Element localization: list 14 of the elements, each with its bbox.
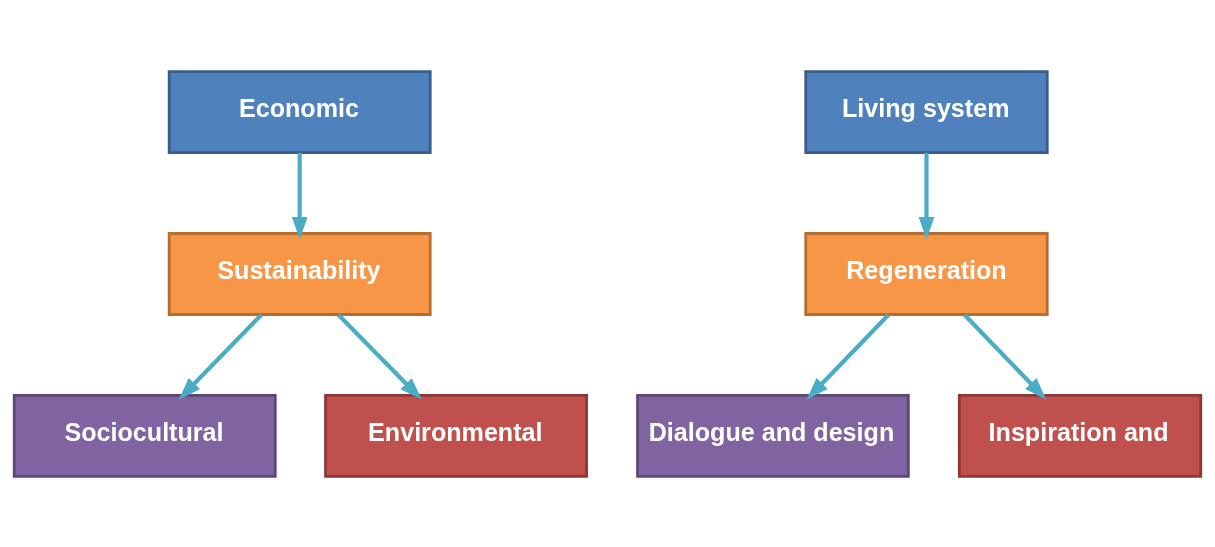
arrow bbox=[962, 312, 1047, 400]
node-box: Sustainability bbox=[167, 231, 432, 316]
arrow bbox=[806, 312, 891, 400]
arrow bbox=[918, 152, 935, 239]
node-box: Dialogue and design bbox=[636, 393, 910, 478]
node-box: Living system bbox=[804, 69, 1049, 154]
node-box: Economic bbox=[167, 69, 432, 154]
node-box: Sociocultural bbox=[12, 393, 277, 478]
arrow bbox=[291, 152, 308, 239]
arrow bbox=[336, 312, 422, 400]
node-box: Regeneration bbox=[804, 231, 1049, 316]
node-box: Environmental bbox=[324, 393, 588, 478]
arrow bbox=[178, 312, 263, 400]
node-box: Inspiration and bbox=[957, 393, 1203, 478]
